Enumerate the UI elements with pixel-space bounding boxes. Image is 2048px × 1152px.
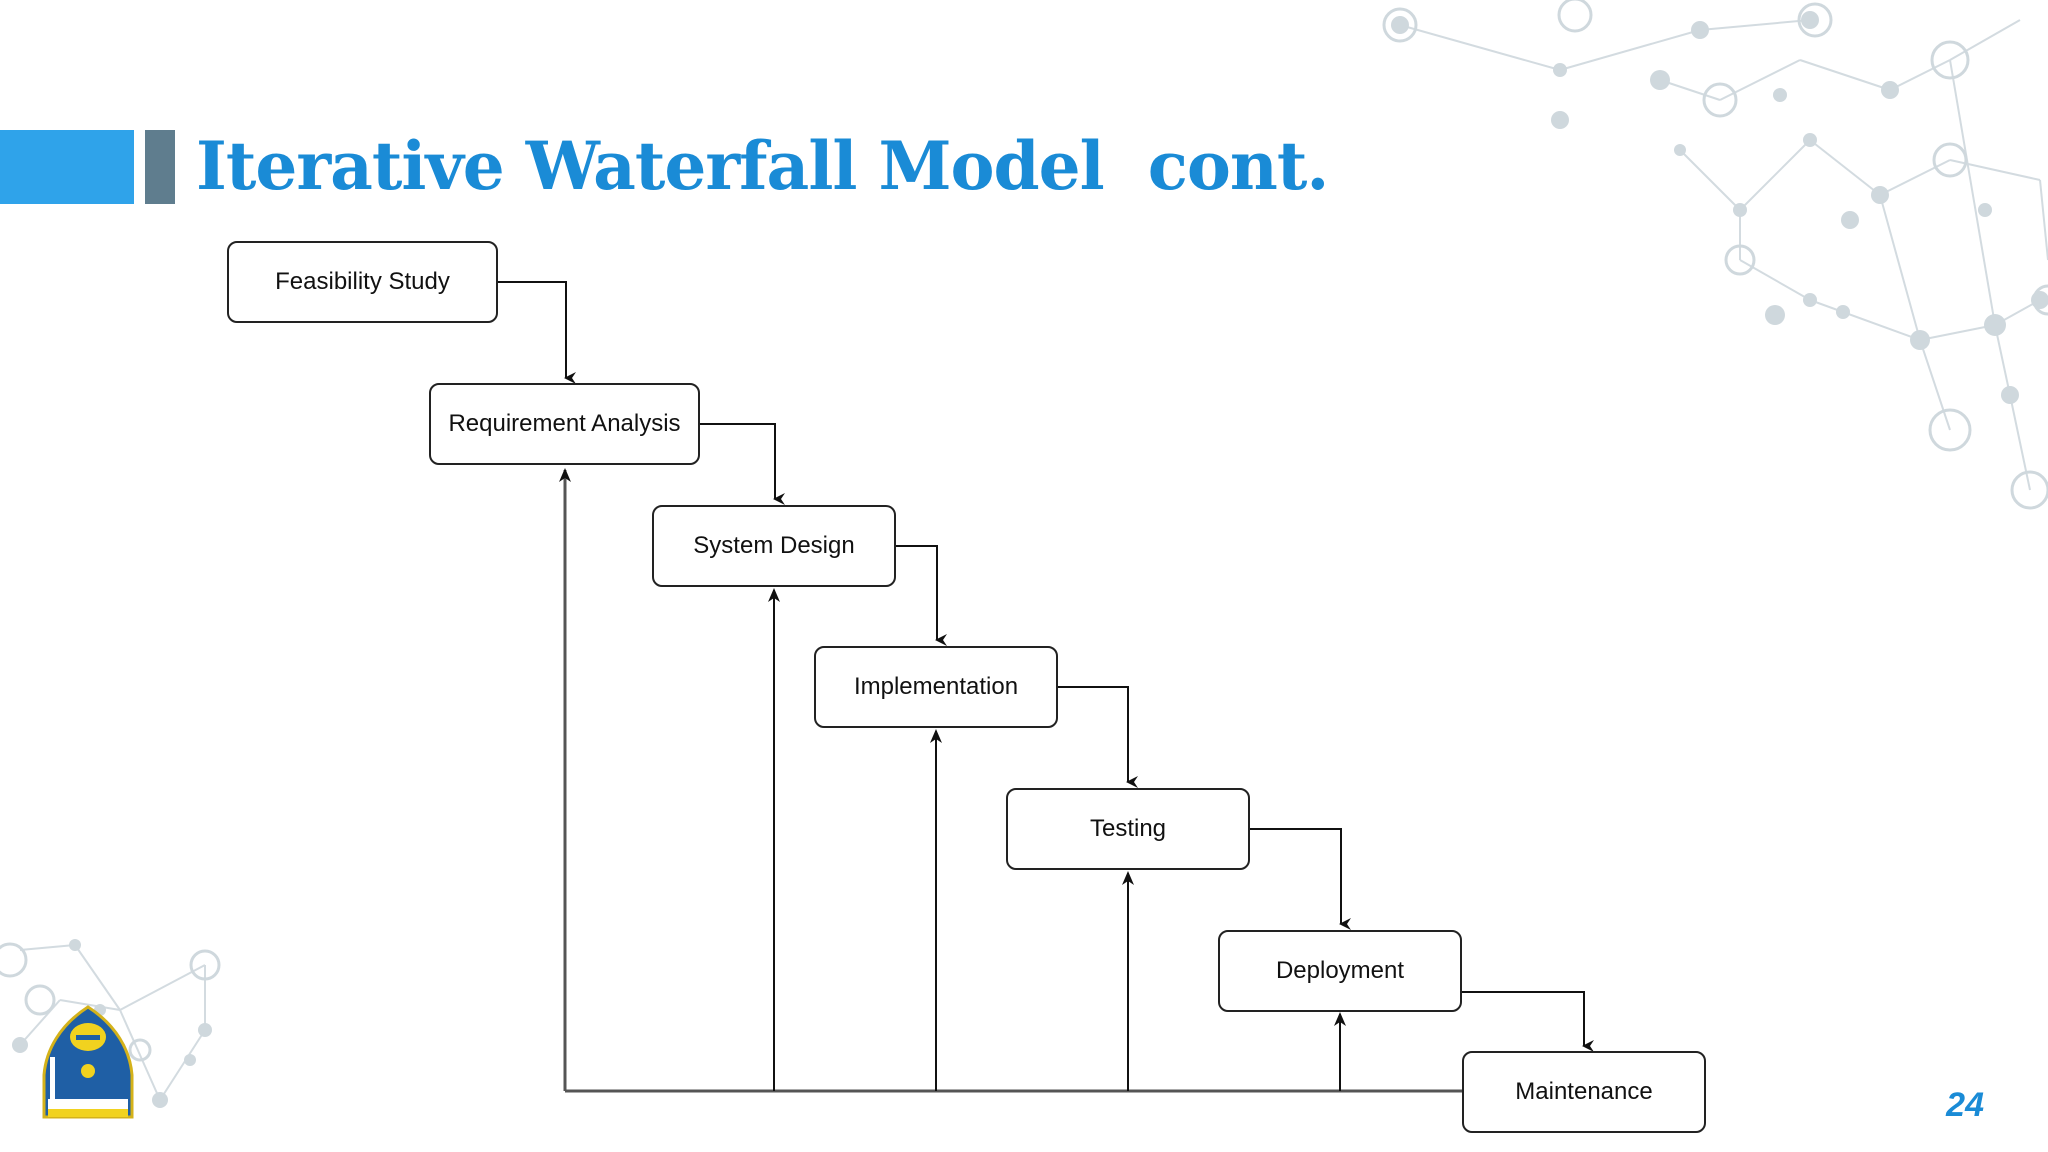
stage-requirement-analysis: Requirement Analysis	[429, 383, 700, 465]
flow-arrow-feasibility-to-requirements	[497, 281, 576, 384]
page-number: 24	[1946, 1086, 1984, 1124]
stage-implementation: Implementation	[814, 646, 1058, 728]
stage-maintenance: Maintenance	[1462, 1051, 1706, 1133]
title-accent-bar	[0, 130, 134, 204]
stage-label: Deployment	[1275, 957, 1405, 984]
stage-label: Requirement Analysis	[448, 410, 681, 437]
title-accent-bar-dark	[145, 130, 175, 204]
stage-label: Maintenance	[1515, 1078, 1653, 1105]
university-logo	[42, 1005, 134, 1119]
flow-arrow-design-to-implementation	[896, 545, 947, 646]
stage-system-design: System Design	[652, 505, 896, 587]
stage-label: Feasibility Study	[275, 268, 450, 295]
stage-label: Testing	[1089, 815, 1167, 842]
flow-arrow-requirements-to-design	[700, 423, 785, 505]
stage-label: Implementation	[853, 673, 1019, 700]
flow-arrow-implementation-to-testing	[1058, 686, 1138, 788]
flow-arrow-deployment-to-maintenance	[1462, 991, 1594, 1052]
stage-deployment: Deployment	[1218, 930, 1462, 1012]
stage-feasibility-study: Feasibility Study	[227, 241, 498, 323]
flow-arrow-testing-to-deployment	[1250, 828, 1351, 930]
slide-title: Iterative Waterfall Model cont.	[196, 127, 1329, 205]
stage-label: System Design	[693, 532, 855, 559]
stage-testing: Testing	[1006, 788, 1250, 870]
